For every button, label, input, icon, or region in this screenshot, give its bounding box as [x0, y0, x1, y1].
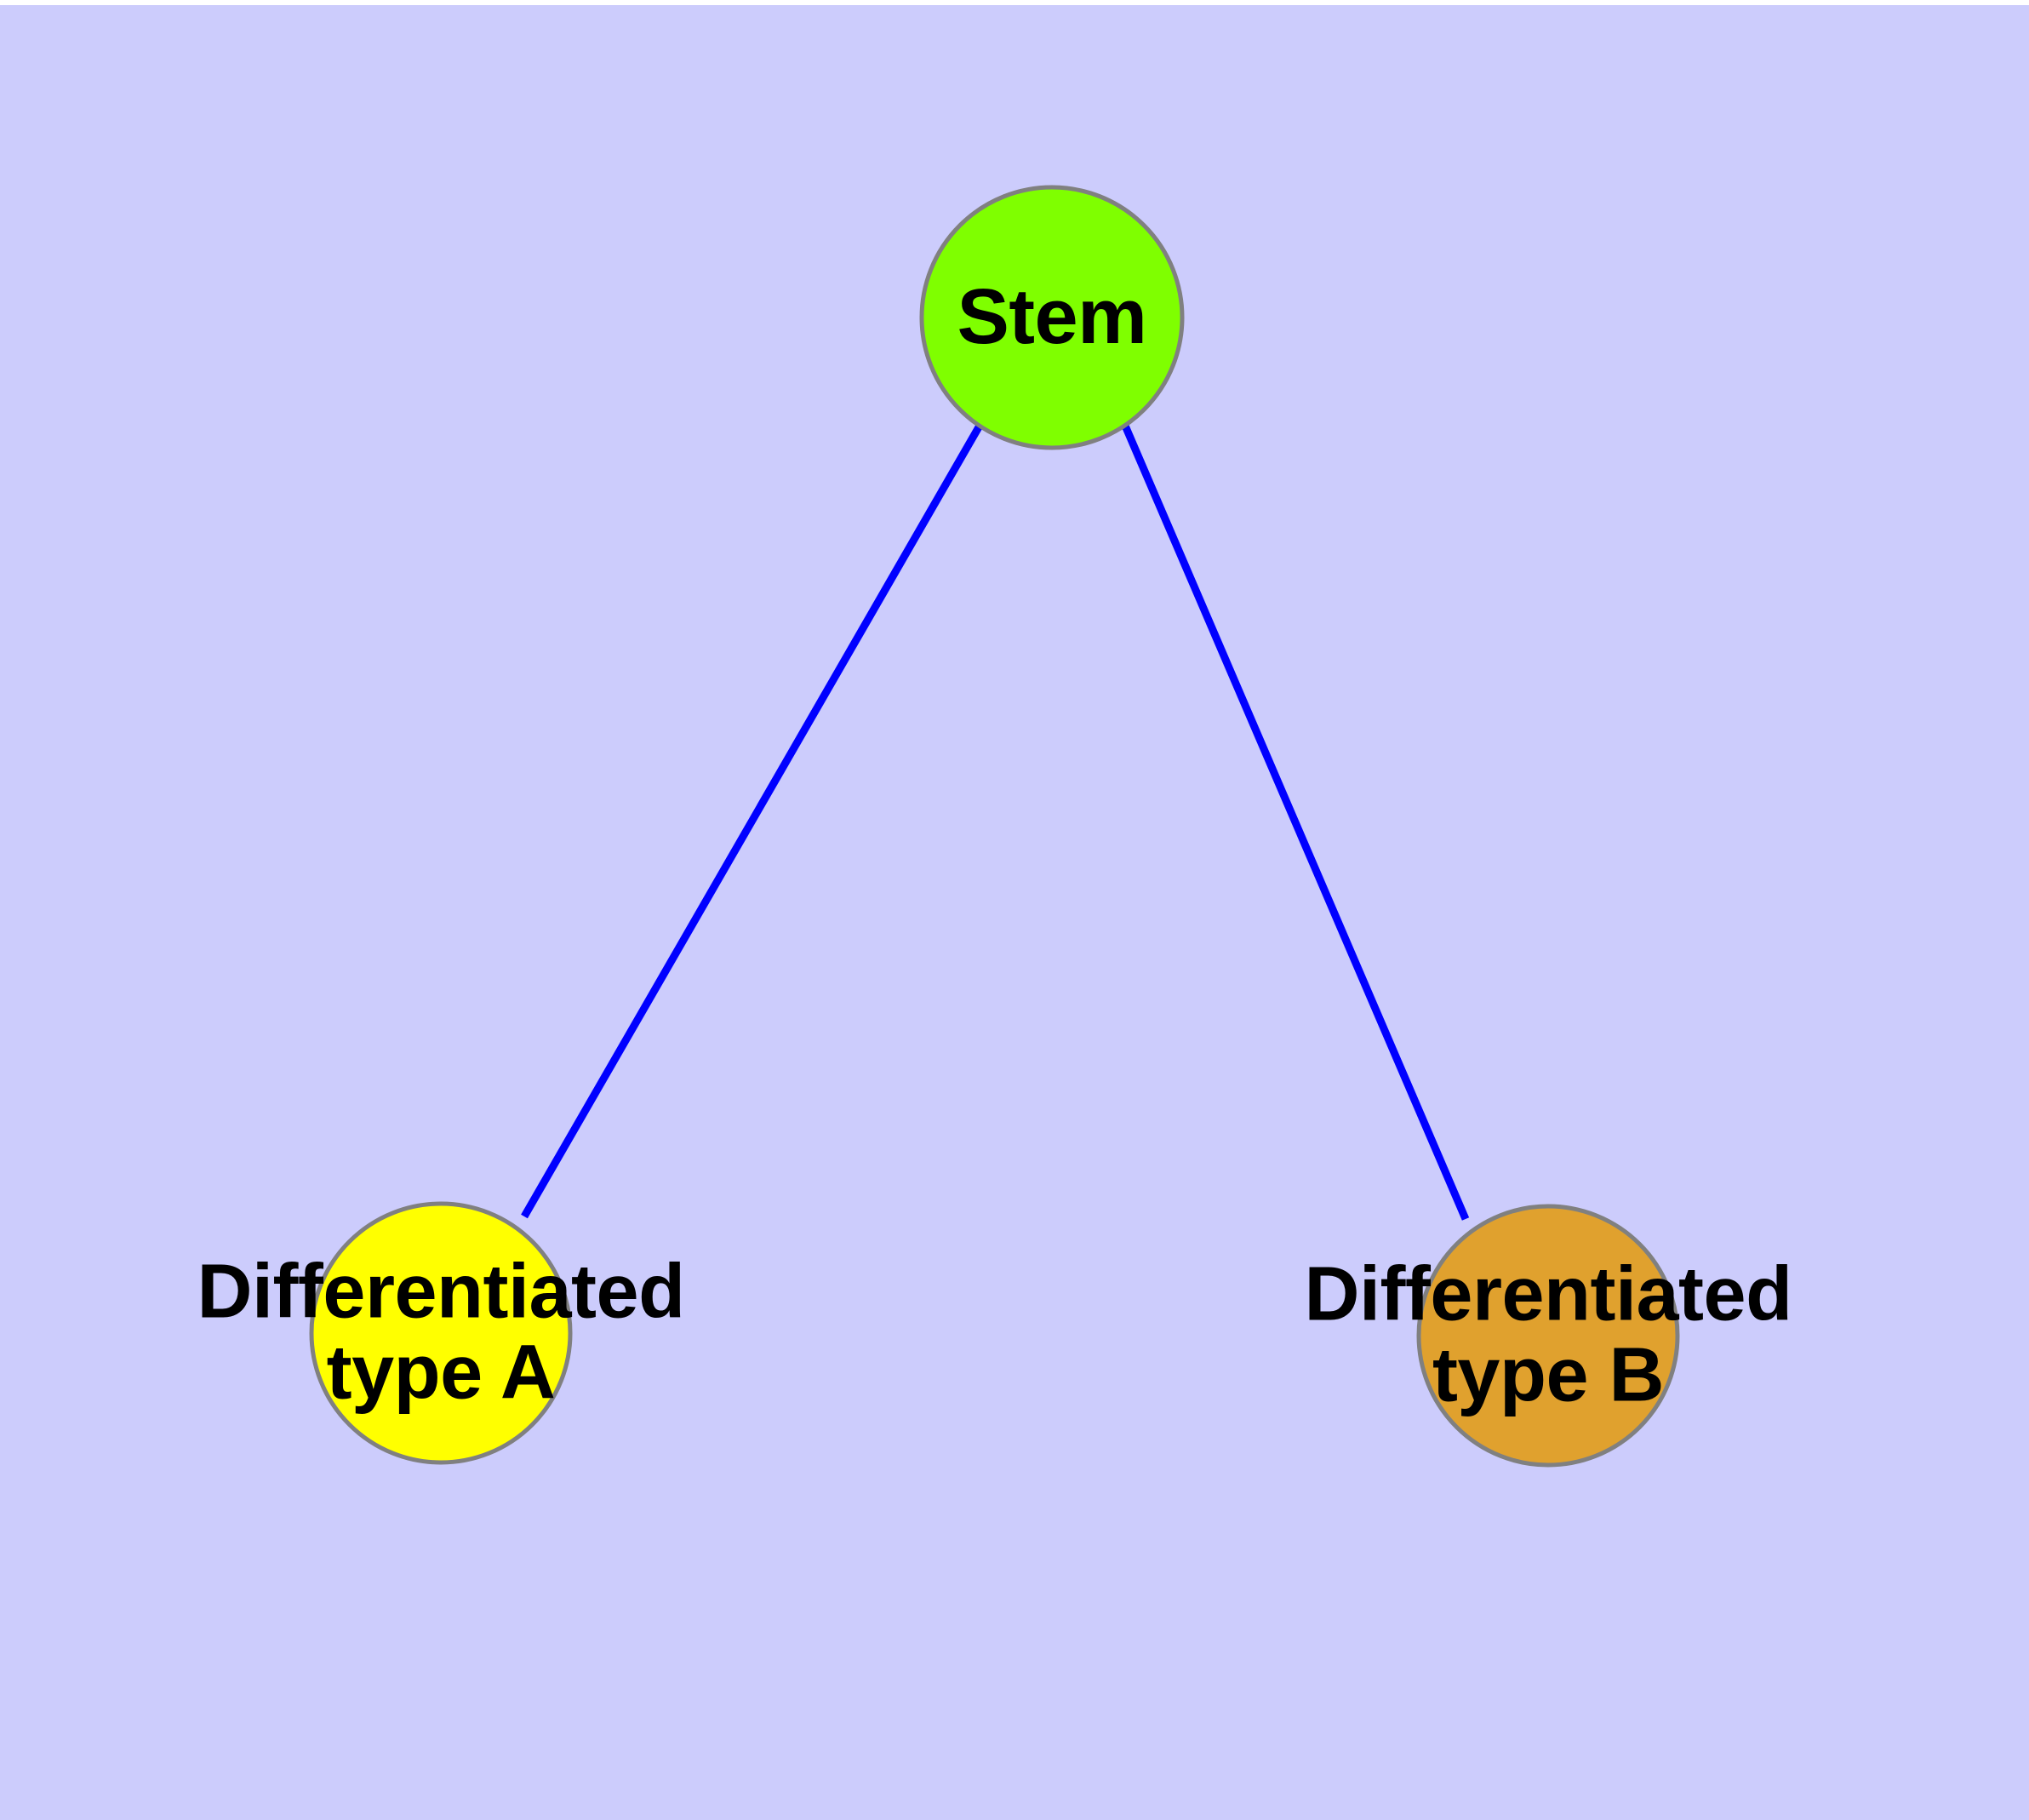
graph-node-diff_b[interactable]: [1416, 1204, 1680, 1468]
graph-node-stem[interactable]: [919, 185, 1185, 450]
edges-layer: [521, 423, 1470, 1221]
graph-node-diff_a[interactable]: [309, 1201, 573, 1465]
graph-edge-stem-diff_a[interactable]: [521, 423, 983, 1219]
graph-edge-stem-diff_b[interactable]: [1121, 424, 1470, 1221]
nodes-layer: [309, 185, 1680, 1468]
